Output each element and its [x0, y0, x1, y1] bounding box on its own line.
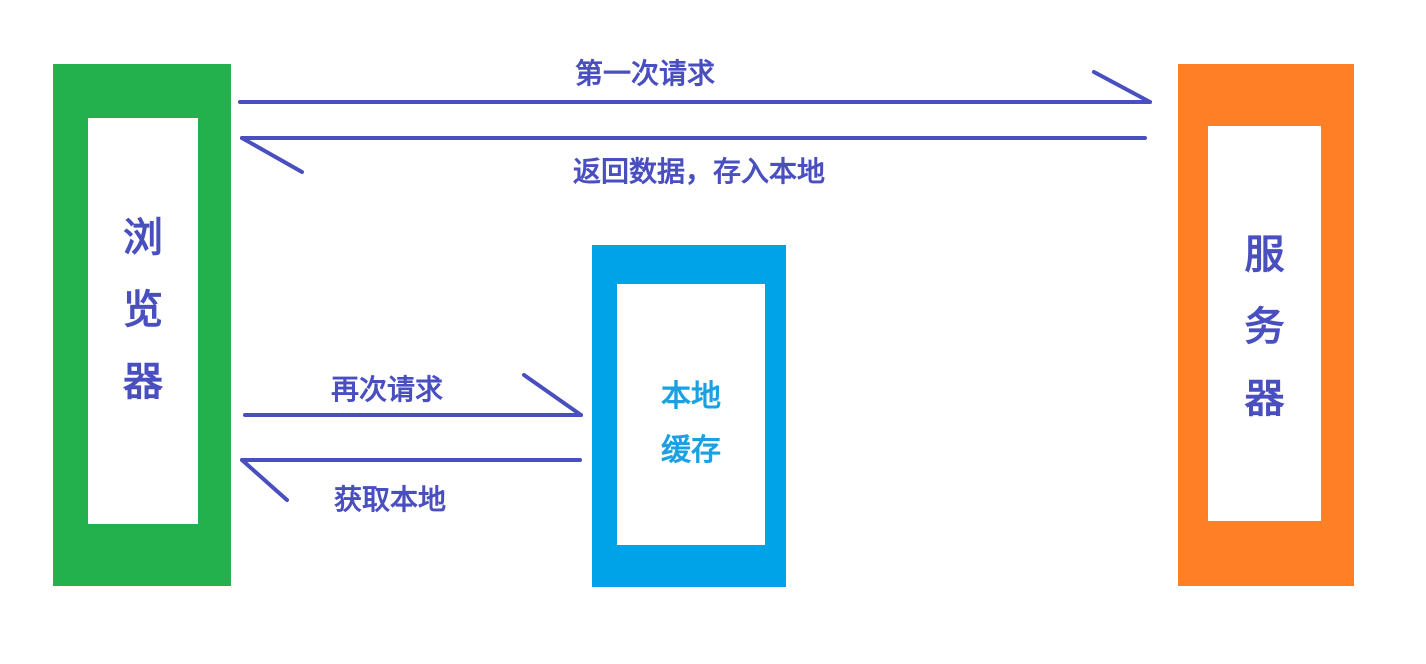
browser-label-char: 浏 — [123, 215, 163, 261]
browser-label: 浏 览 器 — [88, 202, 198, 418]
server-label-char: 服 — [1244, 232, 1285, 278]
browser-node-inner: 浏 览 器 — [88, 118, 198, 524]
local-cache-label-line: 缓存 — [661, 433, 721, 468]
browser-label-char: 器 — [123, 359, 163, 405]
browser-node: 浏 览 器 — [53, 64, 231, 586]
arrow-request-again — [243, 373, 583, 417]
arrow-request-again-head — [522, 373, 583, 417]
local-cache-node: 本地 缓存 — [592, 245, 786, 587]
local-cache-label-line: 本地 — [661, 379, 721, 414]
request-again-label: 再次请求 — [331, 373, 444, 406]
get-local-label: 获取本地 — [334, 483, 447, 516]
arrow-first-request — [238, 70, 1152, 104]
server-node: 服 务 器 — [1178, 64, 1354, 586]
arrow-get-local — [240, 458, 582, 502]
local-cache-label: 本地 缓存 — [617, 370, 765, 478]
server-label-char: 务 — [1244, 304, 1285, 350]
server-label: 服 务 器 — [1208, 219, 1321, 435]
arrow-first-request-head — [1092, 70, 1152, 104]
first-request-label: 第一次请求 — [575, 57, 716, 90]
arrow-return-data-head — [240, 136, 304, 174]
return-data-label: 返回数据，存入本地 — [573, 155, 826, 188]
arrow-get-local-head — [240, 458, 289, 502]
server-label-char: 器 — [1244, 376, 1285, 422]
server-node-inner: 服 务 器 — [1208, 126, 1321, 521]
arrow-return-data — [240, 136, 1147, 174]
local-cache-node-inner: 本地 缓存 — [617, 284, 765, 545]
browser-label-char: 览 — [123, 287, 163, 333]
